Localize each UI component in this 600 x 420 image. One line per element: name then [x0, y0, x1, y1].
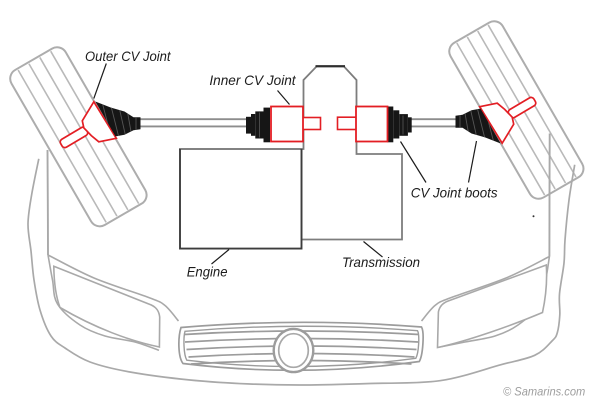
svg-text:Transmission: Transmission	[342, 254, 420, 270]
svg-text:© Samarins.com: © Samarins.com	[503, 385, 586, 398]
svg-text:Outer CV Joint: Outer CV Joint	[85, 48, 172, 64]
svg-text:Inner CV Joint: Inner CV Joint	[209, 72, 296, 88]
svg-text:CV Joint boots: CV Joint boots	[411, 185, 498, 201]
svg-text:Engine: Engine	[187, 264, 228, 280]
